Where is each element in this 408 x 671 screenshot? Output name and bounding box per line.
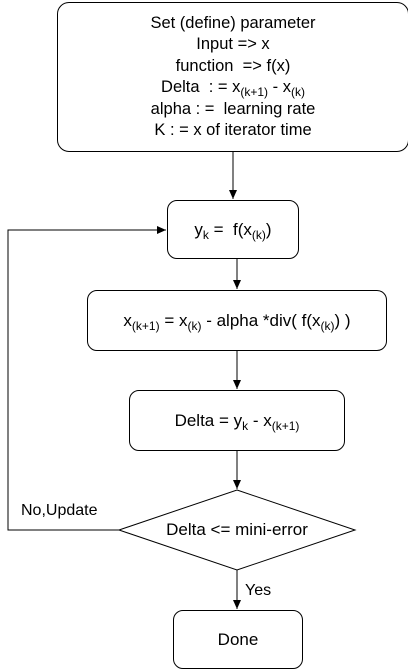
params-alpha: alpha : = learning rate [150, 99, 316, 118]
params-function: function => f(x) [175, 56, 291, 75]
eval-formula: yk = f(x(k)) [194, 219, 272, 242]
arrow-no-loop [7, 226, 166, 531]
decision-diamond [117, 489, 357, 571]
done-box: Done [173, 610, 303, 669]
done-label: Done [217, 629, 259, 649]
params-k: K : = x of iterator time [154, 121, 312, 139]
delta-formula: Delta = yk - x(k+1) [174, 410, 300, 433]
delta-box: Delta = yk - x(k+1) [129, 390, 345, 451]
decision-label: Delta <= mini-error [166, 520, 308, 539]
params-delta: Delta : = x(k+1) - x(k) [161, 78, 305, 99]
eval-box: yk = f(x(k)) [167, 200, 299, 259]
params-input: Input => x [196, 35, 270, 53]
no-update-label: No,Update [21, 502, 98, 519]
params-box: Set (define) parameter Input => x functi… [57, 2, 408, 152]
update-box: x(k+1) = x(k) - alpha *div( f(x(k)) ) [87, 290, 387, 351]
update-formula: x(k+1) = x(k) - alpha *div( f(x(k)) ) [123, 310, 351, 333]
params-title: Set (define) parameter [150, 13, 316, 32]
yes-label: Yes [245, 582, 272, 599]
